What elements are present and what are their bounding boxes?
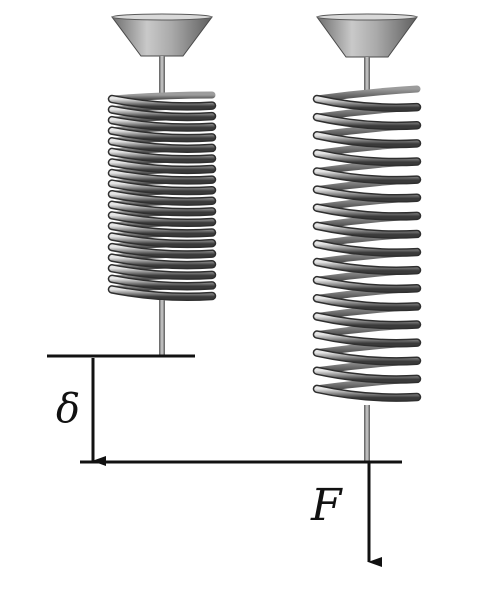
coil-back-strand (313, 85, 421, 103)
right-spring (312, 13, 422, 463)
left-upper-rod (159, 56, 165, 94)
coil-front-strand (314, 114, 420, 129)
coil-front-strand (109, 223, 215, 237)
coil-front-strand (109, 117, 215, 131)
coil-front-strand (109, 170, 215, 184)
coil-front-strand (314, 150, 420, 165)
coil-front-strand (109, 212, 215, 226)
coil-front-strand (109, 202, 215, 215)
coil-front-strand (109, 159, 215, 173)
left-spring (107, 13, 217, 356)
coil-front-strand (314, 132, 420, 147)
coil-front-strand (109, 286, 215, 300)
right-ceiling-mount (316, 16, 418, 58)
coil-front-strand (314, 96, 420, 111)
coil-front-strand (314, 223, 420, 238)
coil-front-strand (314, 241, 420, 256)
coil-front-strand (109, 191, 215, 205)
right-coil (312, 85, 422, 402)
coil-front-strand (314, 204, 420, 220)
coil-front-strand (314, 386, 420, 401)
left-lower-rod (159, 300, 165, 356)
displacement-label: δ (56, 386, 80, 432)
coil-front-strand (314, 259, 420, 274)
coil-front-strand (109, 276, 215, 289)
coil-front-strand (109, 233, 215, 247)
coil-front-strand (314, 313, 420, 328)
coil-front-strand (109, 180, 215, 194)
coil-front-strand (109, 244, 215, 258)
coil-front-strand (109, 149, 215, 163)
coil-front-strand (314, 368, 420, 383)
coil-front-strand (109, 254, 215, 268)
left-mount-top (111, 13, 213, 21)
coil-front-strand (109, 127, 215, 141)
coil-front-strand (314, 168, 420, 183)
coil-front-strand (109, 106, 215, 120)
coil-front-strand (314, 295, 420, 310)
coil-front-strand (109, 138, 215, 152)
left-coil (107, 91, 217, 302)
coil-front-strand (314, 331, 420, 346)
right-mount-top (316, 13, 418, 21)
right-lower-rod (364, 405, 370, 463)
coil-front-strand (109, 265, 215, 279)
coil-front-strand (314, 186, 420, 202)
force-label: F (310, 480, 343, 531)
right-upper-rod (364, 57, 370, 93)
coil-front-strand (314, 277, 420, 292)
left-ceiling-mount (111, 16, 213, 57)
coil-front-strand (314, 349, 420, 365)
coil-front-strand (109, 96, 215, 110)
